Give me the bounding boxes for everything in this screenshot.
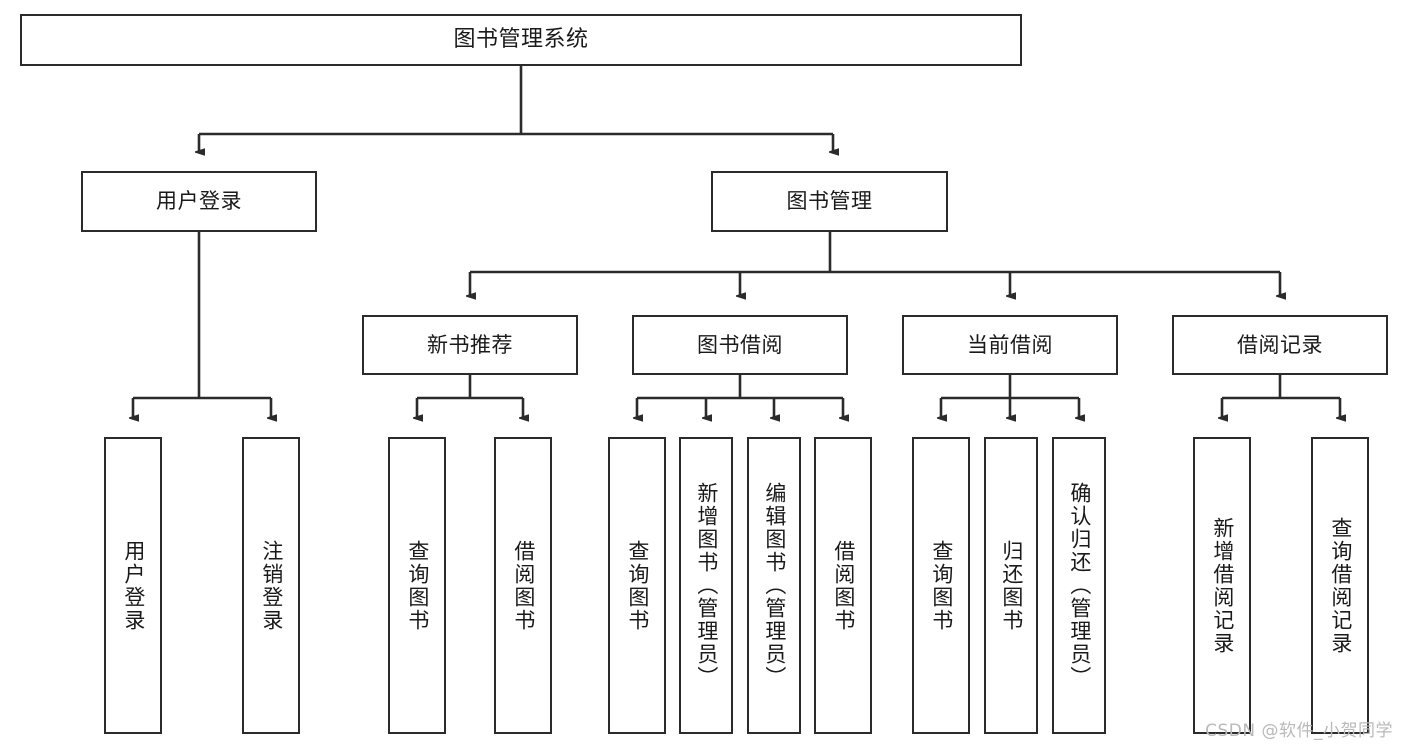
leaf-return-book-label: 归还图书: [999, 539, 1024, 632]
leaf-query-book-1-label: 查询图书: [405, 539, 430, 632]
leaf-query-borrow-record[interactable]: 查询借阅记录: [1311, 437, 1369, 734]
node-user-login[interactable]: 用户登录: [81, 171, 317, 232]
leaf-query-book-1[interactable]: 查询图书: [388, 437, 446, 734]
node-current-borrow-label: 当前借阅: [967, 332, 1053, 357]
leaf-logout-login[interactable]: 注销登录: [242, 437, 300, 734]
leaf-confirm-return-admin-label: 确认归还（管理员）: [1067, 482, 1092, 689]
leaf-add-book-admin[interactable]: 新增图书（管理员）: [679, 437, 733, 734]
leaf-borrow-book-2-label: 借阅图书: [831, 539, 856, 632]
leaf-add-borrow-record-label: 新增借阅记录: [1210, 516, 1235, 655]
node-new-book-recommend-label: 新书推荐: [427, 332, 513, 357]
node-book-borrow[interactable]: 图书借阅: [632, 315, 848, 375]
leaf-add-borrow-record[interactable]: 新增借阅记录: [1193, 437, 1251, 734]
node-borrow-record-label: 借阅记录: [1237, 332, 1323, 357]
node-root[interactable]: 图书管理系统: [20, 14, 1022, 66]
leaf-query-book-3[interactable]: 查询图书: [912, 437, 970, 734]
leaf-confirm-return-admin[interactable]: 确认归还（管理员）: [1052, 437, 1106, 734]
node-current-borrow[interactable]: 当前借阅: [902, 315, 1118, 375]
node-new-book-recommend[interactable]: 新书推荐: [362, 315, 578, 375]
leaf-borrow-book-2[interactable]: 借阅图书: [814, 437, 872, 734]
node-book-management-label: 图书管理: [786, 189, 873, 214]
leaf-logout-login-label: 注销登录: [259, 539, 284, 632]
node-book-borrow-label: 图书借阅: [697, 332, 783, 357]
leaf-edit-book-admin-label: 编辑图书（管理员）: [762, 482, 787, 689]
leaf-query-book-2-label: 查询图书: [625, 539, 650, 632]
leaf-query-book-2[interactable]: 查询图书: [608, 437, 666, 734]
node-user-login-label: 用户登录: [156, 189, 242, 214]
leaf-query-book-3-label: 查询图书: [929, 539, 954, 632]
leaf-user-login-label: 用户登录: [121, 539, 146, 632]
node-book-management[interactable]: 图书管理: [711, 171, 948, 232]
leaf-user-login[interactable]: 用户登录: [104, 437, 162, 734]
leaf-return-book[interactable]: 归还图书: [984, 437, 1038, 734]
leaf-edit-book-admin[interactable]: 编辑图书（管理员）: [747, 437, 801, 734]
leaf-query-borrow-record-label: 查询借阅记录: [1328, 516, 1353, 655]
node-root-label: 图书管理系统: [453, 27, 589, 53]
leaf-borrow-book-1[interactable]: 借阅图书: [494, 437, 552, 734]
node-borrow-record[interactable]: 借阅记录: [1172, 315, 1388, 375]
leaf-add-book-admin-label: 新增图书（管理员）: [694, 482, 719, 689]
leaf-borrow-book-1-label: 借阅图书: [511, 539, 536, 632]
